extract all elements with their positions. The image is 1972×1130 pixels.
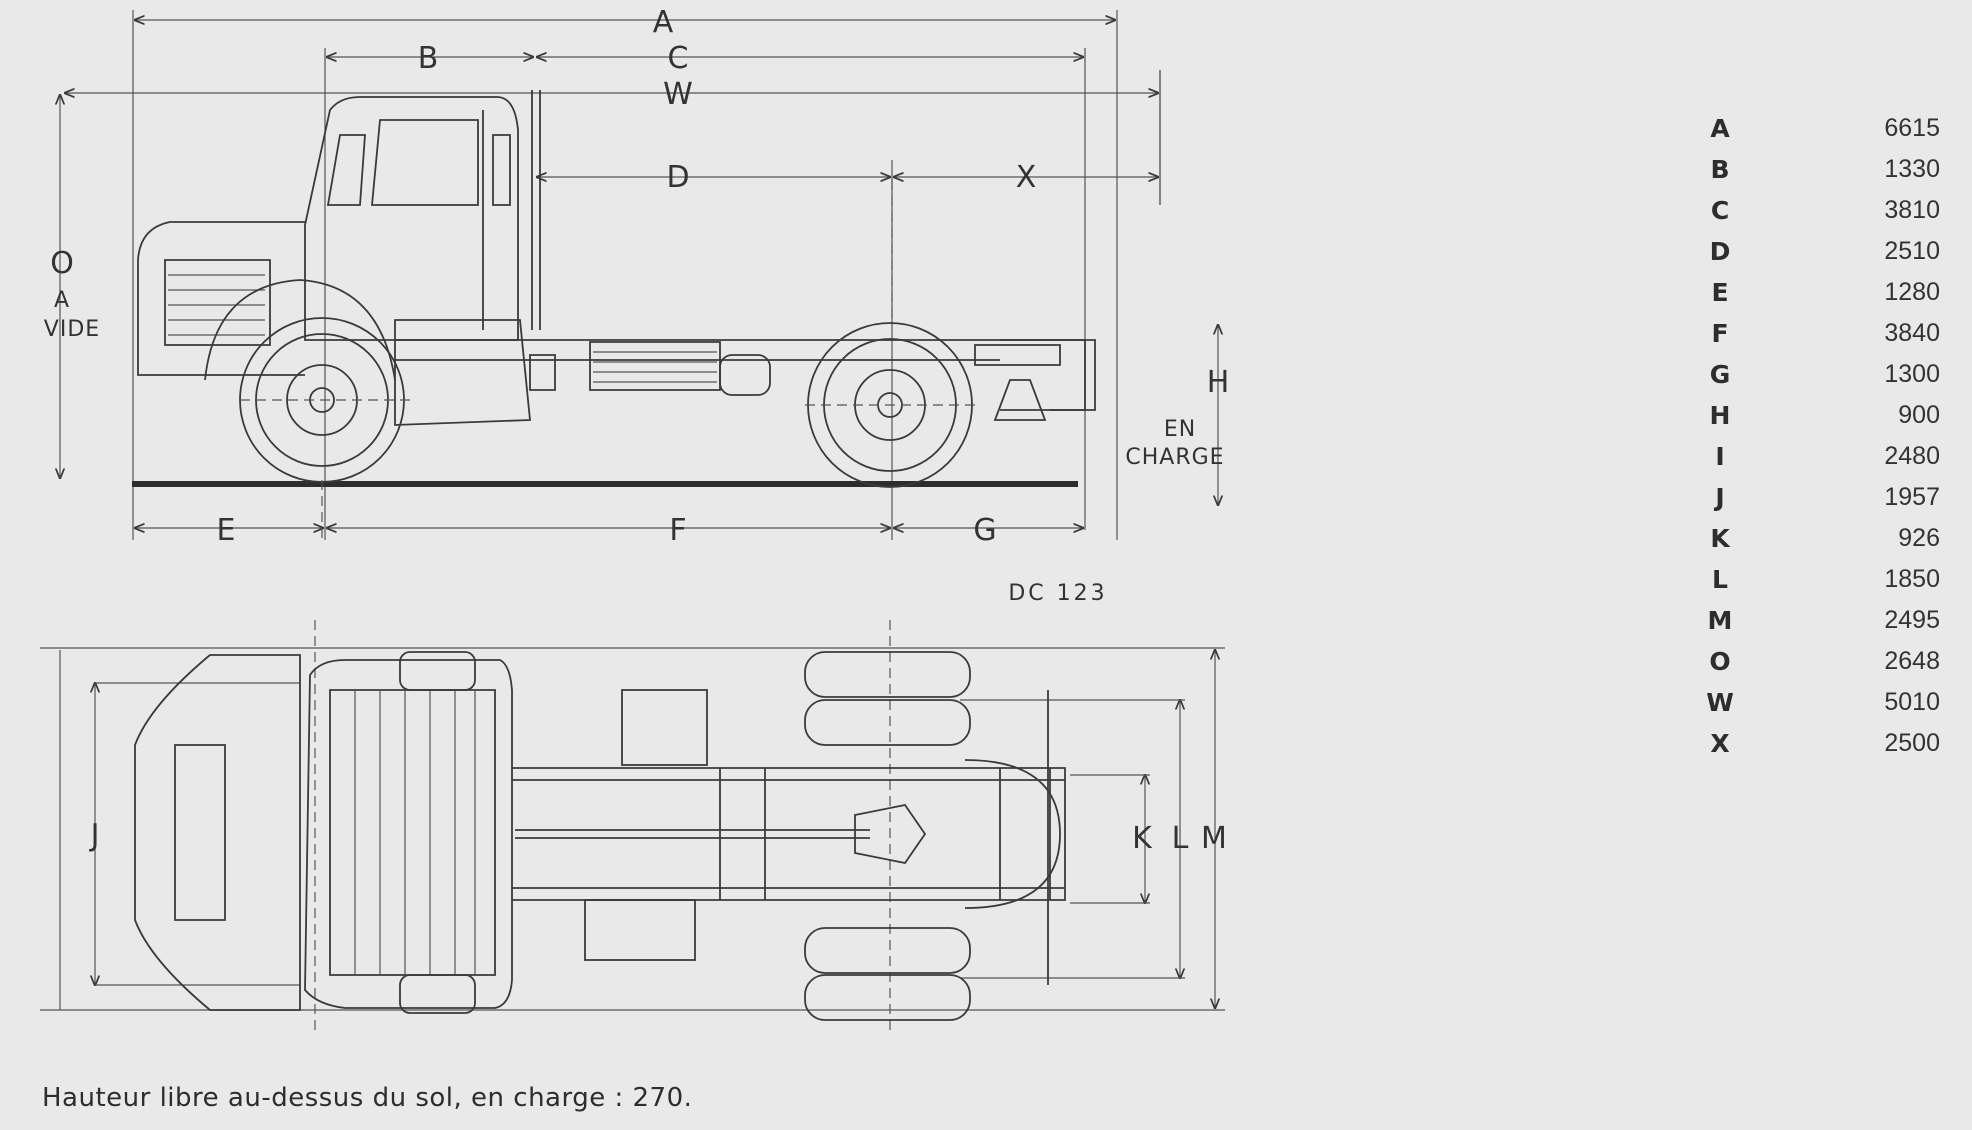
label-l: L — [1172, 821, 1189, 856]
dimension-value: 1330 — [1884, 155, 1940, 183]
label-o: O — [50, 246, 74, 281]
label-h: H — [1207, 365, 1230, 400]
dimension-row-m: M 2495 — [1700, 600, 1940, 641]
cab-outline — [304, 96, 519, 341]
dimension-value: 926 — [1898, 524, 1940, 552]
dimension-value: 3810 — [1884, 196, 1940, 224]
dimension-value: 5010 — [1884, 688, 1940, 716]
dimension-row-j: J 1957 — [1700, 477, 1940, 518]
dimension-letter: B — [1710, 155, 1730, 184]
dimension-value: 2495 — [1884, 606, 1940, 634]
label-x: X — [1016, 160, 1037, 195]
cab-top-outline — [304, 659, 513, 1009]
label-b: B — [418, 41, 439, 76]
dimension-row-h: H 900 — [1700, 395, 1940, 436]
dimension-value: 1957 — [1884, 483, 1940, 511]
dimension-value: 1850 — [1884, 565, 1940, 593]
label-o-note-2: VIDE — [44, 317, 100, 342]
dimension-value: 2648 — [1884, 647, 1940, 675]
fuel-tank — [589, 341, 721, 391]
dimension-row-e: E 1280 — [1700, 272, 1940, 313]
label-m: M — [1201, 821, 1227, 856]
hood-outline — [137, 221, 305, 376]
dimension-letter: A — [1710, 114, 1730, 143]
top-view: J K L M — [40, 620, 1227, 1030]
dimension-row-l: L 1850 — [1700, 559, 1940, 600]
dimension-row-w: W 5010 — [1700, 682, 1940, 723]
dimension-letter: X — [1710, 729, 1730, 758]
dimension-letter: K — [1710, 524, 1730, 553]
label-h-note-2: CHARGE — [1125, 445, 1224, 470]
dimension-row-b: B 1330 — [1700, 149, 1940, 190]
dimension-value: 2500 — [1884, 729, 1940, 757]
dimension-letter: D — [1709, 237, 1731, 266]
dimension-row-g: G 1300 — [1700, 354, 1940, 395]
hood-top-outline — [134, 654, 301, 1011]
dimension-letter: G — [1709, 360, 1731, 389]
label-h-note-1: EN — [1164, 417, 1196, 442]
dimension-row-k: K 926 — [1700, 518, 1940, 559]
dimension-letter: F — [1711, 319, 1729, 348]
dimension-row-x: X 2500 — [1700, 723, 1940, 764]
dimension-value: 1280 — [1884, 278, 1940, 306]
label-d: D — [666, 160, 689, 195]
dimension-letter: W — [1706, 688, 1734, 717]
dimension-row-o: O 2648 — [1700, 641, 1940, 682]
dimension-letter: M — [1707, 606, 1733, 635]
side-view: A B C W D X E F G H O A VIDE EN CHARGE D… — [44, 5, 1229, 606]
rear-tyres-top-left — [804, 651, 971, 698]
frame-top — [512, 767, 1066, 901]
label-g: G — [973, 513, 996, 548]
drawing-code: DC 123 — [1008, 581, 1107, 606]
label-o-note-1: A — [54, 288, 70, 313]
label-c: C — [668, 41, 689, 76]
dimension-row-c: C 3810 — [1700, 190, 1940, 231]
dimension-value: 2510 — [1884, 237, 1940, 265]
dimension-letter: L — [1712, 565, 1728, 594]
chassis-rail — [395, 339, 1096, 411]
dimension-letter: E — [1711, 278, 1729, 307]
dimension-row-d: D 2510 — [1700, 231, 1940, 272]
dimension-letter: C — [1710, 196, 1730, 225]
dimension-row-a: A 6615 — [1700, 108, 1940, 149]
rear-tyres-top-right — [804, 927, 971, 974]
dimension-row-f: F 3840 — [1700, 313, 1940, 354]
dimension-letter: H — [1709, 401, 1731, 430]
dimension-letter: I — [1715, 442, 1725, 471]
dimension-value: 6615 — [1884, 114, 1940, 142]
dimension-value: 3840 — [1884, 319, 1940, 347]
dimension-value: 900 — [1898, 401, 1940, 429]
dimension-letter: O — [1709, 647, 1731, 676]
caption: Hauteur libre au-dessus du sol, en charg… — [42, 1083, 693, 1113]
label-w: W — [663, 77, 693, 112]
dimension-letter: J — [1715, 483, 1725, 512]
label-a: A — [653, 5, 674, 40]
label-k: K — [1132, 821, 1153, 856]
dimension-value: 2480 — [1884, 442, 1940, 470]
label-j: J — [89, 818, 100, 853]
label-f: F — [669, 513, 686, 548]
dimension-row-i: I 2480 — [1700, 436, 1940, 477]
dimension-value: 1300 — [1884, 360, 1940, 388]
label-e: E — [217, 513, 236, 548]
